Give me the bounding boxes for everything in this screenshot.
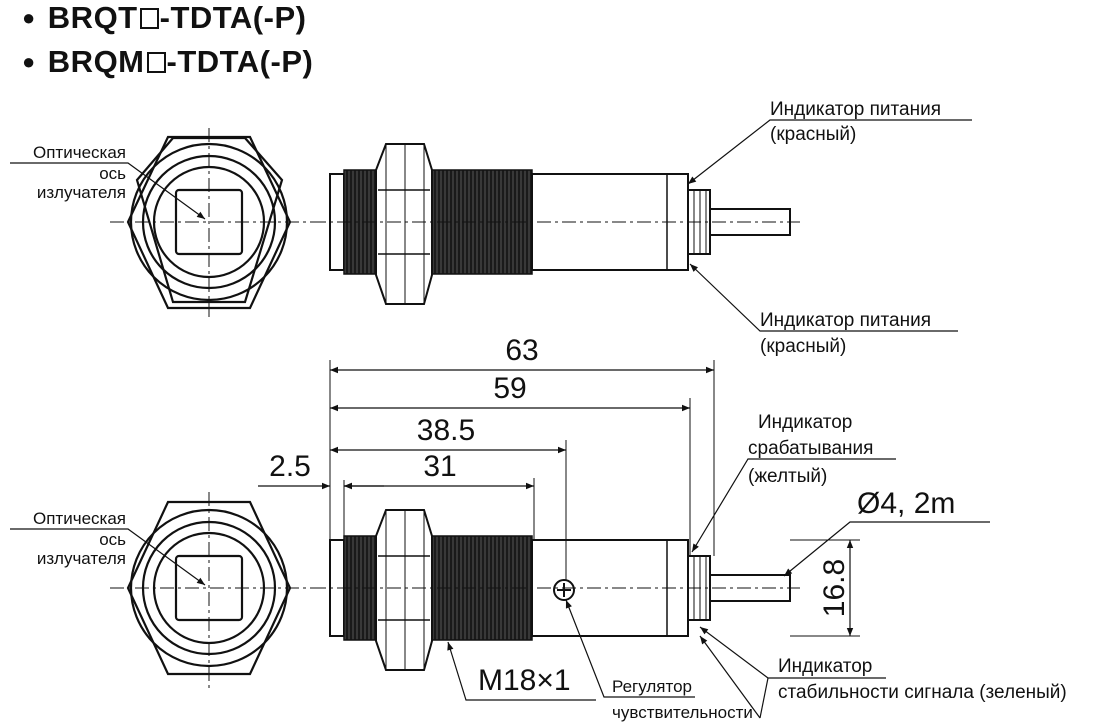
dimension-16-8: 16.8 [818,540,854,636]
model-prefix-2: BRQM [47,44,145,79]
stability-indicator-label: Индикатор стабильности сигнала (зеленый) [699,626,1067,719]
optical-axis-label-bottom: Оптическая ось излучателя [10,509,206,586]
optical-axis-b-line1: Оптическая [33,509,126,528]
optical-axis-line1: Оптическая [33,143,126,162]
power-indicator-bottom-line2: (красный) [760,336,846,357]
bottom-view: 63 59 38.5 31 2.5 16.8 Ø4, 2m M18×1 [10,334,1067,722]
dimension-59: 59 [330,372,690,412]
placeholder-box-icon [146,51,166,73]
optical-axis-label-top: Оптическая ось излучателя [10,143,206,220]
operation-indicator-line1: Индикатор [758,412,852,433]
front-view-bottom-centerlines [110,492,312,690]
power-indicator-label-top: Индикатор питания (красный) [687,99,972,185]
sensitivity-adjuster-label: Регулятор чувствительности [565,599,753,722]
dimension-31-value: 31 [423,450,456,483]
dimension-63-value: 63 [505,334,538,367]
dimension-38-5: 38.5 [330,414,566,454]
model-title-1: ● BRQT -TDTA(-P) [22,0,306,36]
optical-axis-line3: излучателя [37,183,126,202]
optical-axis-b-line3: излучателя [37,549,126,568]
thread-spec: M18×1 [478,664,571,697]
side-view-bottom [312,509,800,671]
operation-indicator-line2: срабатывания [748,438,873,459]
cable-spec: Ø4, 2m [857,487,955,520]
power-indicator-top-line2: (красный) [770,124,856,145]
dimension-31: 31 [344,450,534,490]
dimension-16-8-value: 16.8 [818,559,851,617]
placeholder-box-icon [139,7,159,29]
dimension-2-5-value: 2.5 [269,450,311,483]
dimension-63: 63 [330,334,714,374]
stability-indicator-line1: Индикатор [778,656,872,677]
dimension-59-value: 59 [493,372,526,405]
bullet-icon: ● [22,49,36,74]
operation-indicator-label: Индикатор срабатывания (желтый) [691,412,896,553]
side-view-top [312,143,800,305]
model-prefix-1: BRQT [47,0,138,35]
top-view: Оптическая ось излучателя Индикатор пита… [10,99,972,357]
front-view-top-centerlines [110,128,312,318]
power-indicator-top-line1: Индикатор питания [770,99,941,120]
model-suffix-2: -TDTA(-P) [166,44,314,79]
stability-indicator-line2: стабильности сигнала (зеленый) [778,682,1067,703]
power-indicator-bottom-line1: Индикатор питания [760,310,931,331]
dimension-2-5: 2.5 [258,450,384,490]
dimension-38-5-value: 38.5 [417,414,475,447]
operation-indicator-line3: (желтый) [748,466,827,487]
optical-axis-line2: ось [99,164,126,183]
model-title-2: ● BRQM -TDTA(-P) [22,44,313,80]
bullet-icon: ● [22,5,36,30]
power-indicator-label-bottom: Индикатор питания (красный) [689,263,958,357]
thread-label: M18×1 [447,641,596,701]
optical-axis-b-line2: ось [99,530,126,549]
adjuster-screw-icon [553,579,575,601]
sensitivity-line2: чувствительности [612,703,753,722]
cable-label: Ø4, 2m [783,487,990,577]
model-suffix-1: -TDTA(-P) [159,0,307,35]
sensitivity-line1: Регулятор [612,677,692,696]
